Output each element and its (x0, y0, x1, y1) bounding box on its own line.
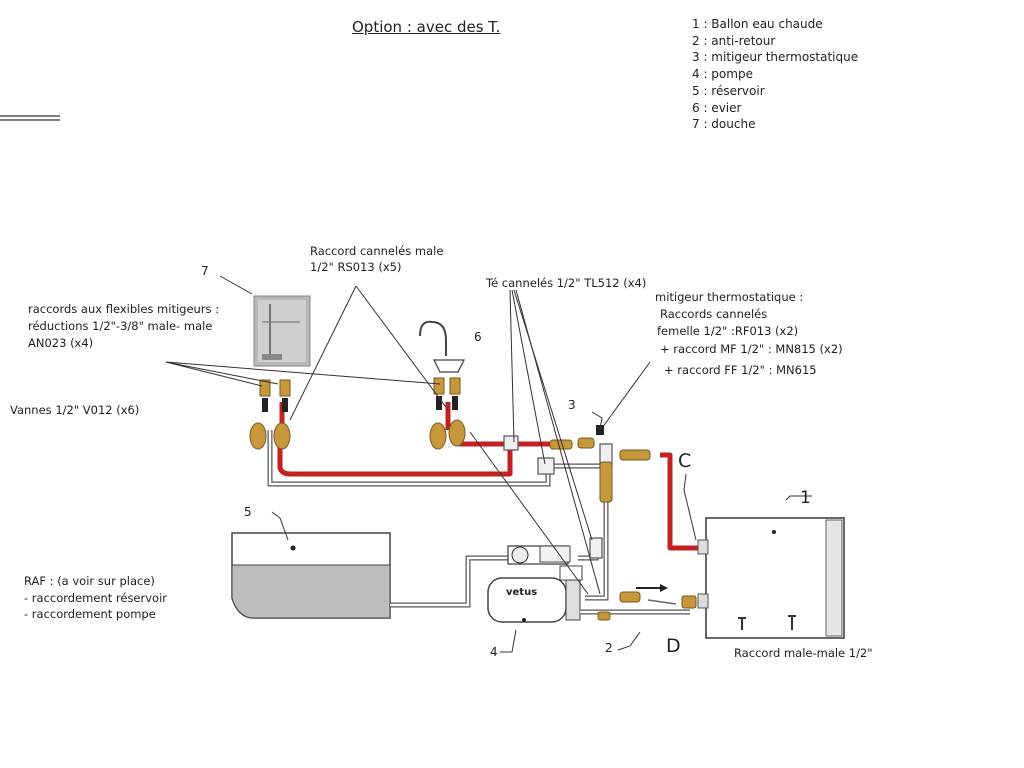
legend-item: 6 : evier (692, 100, 742, 115)
label-te-canneles: Té cannelés 1/2" TL512 (x4) (486, 276, 647, 290)
legend-item: 3 : mitigeur thermostatique (692, 50, 859, 65)
pump (487, 545, 583, 623)
label-raccord-canneles-ref: 1/2" RS013 (x5) (310, 260, 402, 274)
shower (253, 295, 311, 367)
label-an023: AN023 (x4) (28, 336, 94, 350)
label-reductions: réductions 1/2"-3/8" male- male (28, 319, 213, 333)
water-heater (697, 517, 845, 639)
callout-3: 3 (568, 398, 576, 412)
hot-pipes (277, 402, 706, 551)
label-vannes: Vannes 1/2" V012 (x6) (10, 403, 140, 417)
legend-item: 2 : anti-retour (692, 33, 776, 48)
legend: 1 : Ballon eau chaude 2 : anti-retour 3 … (692, 16, 858, 133)
label-raf-pompe: - raccordement pompe (24, 607, 156, 621)
callout-2: 2 (605, 641, 613, 655)
brass-fittings (249, 377, 697, 621)
callout-1: 1 (800, 488, 811, 508)
legend-item: 7 : douche (692, 117, 756, 132)
callout-6: 6 (474, 330, 482, 344)
legend-item: 5 : réservoir (692, 83, 765, 98)
pump-brand: vetus (506, 587, 537, 598)
label-mitigeur-thermo: mitigeur thermostatique : (655, 290, 804, 304)
label-raf: RAF : (a voir sur place) (24, 574, 155, 588)
legend-item: 1 : Ballon eau chaude (692, 17, 823, 31)
label-raccord-male-male: Raccord male-male 1/2" (734, 646, 873, 660)
label-raccord-mf: + raccord MF 1/2" : MN815 (x2) (660, 342, 843, 356)
callout-d: D (666, 635, 681, 657)
leader-lines (165, 275, 812, 653)
sink-tap (419, 320, 466, 373)
label-raf-reservoir: - raccordement réservoir (24, 591, 168, 605)
callout-c: C (678, 450, 692, 472)
label-raccord-ff: + raccord FF 1/2" : MN615 (664, 363, 817, 377)
label-raccords-canneles: Raccords cannelés (660, 307, 768, 321)
page-title: Option : avec des T. (352, 18, 501, 36)
label-flexibles: raccords aux flexibles mitigeurs : (28, 302, 220, 316)
callout-4: 4 (490, 645, 498, 659)
reservoir (231, 532, 391, 619)
label-raccord-canneles: Raccord cannelés male (310, 244, 444, 258)
legend-item: 4 : pompe (692, 67, 753, 82)
label-femelle: femelle 1/2" :RF013 (x2) (657, 324, 799, 338)
callout-5: 5 (244, 505, 252, 519)
callout-7: 7 (201, 264, 209, 278)
